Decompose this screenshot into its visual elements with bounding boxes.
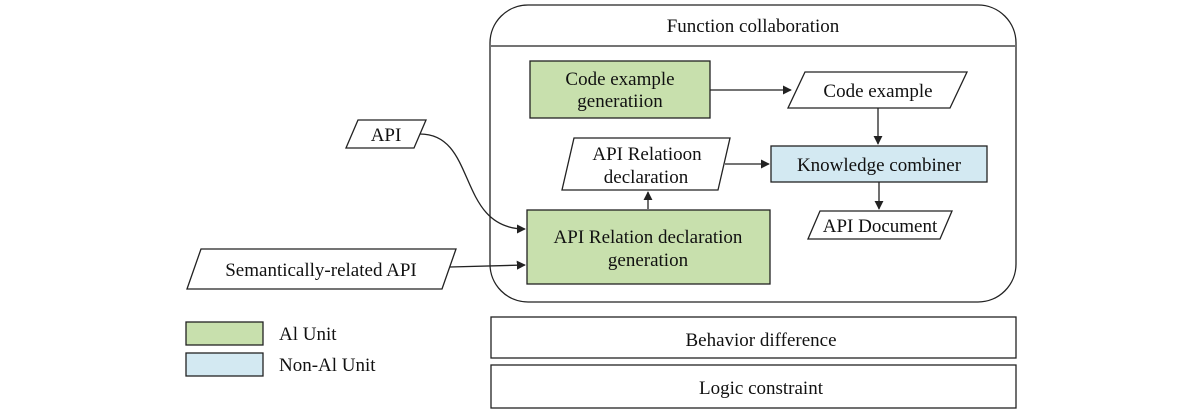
semantically-related-api-data: Semantically-related API [186,248,457,290]
code-example-generation-label-2: generatiion [577,91,663,112]
api-input-label: API [371,125,402,146]
semantically-related-api-label: Semantically-related API [225,260,417,281]
api-relation-declaration-generation-label-1: API Relation declaration [554,227,743,248]
knowledge-combiner-label: Knowledge combiner [797,155,962,176]
ai-unit-box [526,209,771,285]
legend: Al Unit Non-Al Unit [185,321,376,377]
logic-constraint-label: Logic constraint [699,378,824,399]
ai-unit-box [529,60,711,119]
code-example-label: Code example [823,81,932,102]
arrow-semantic-api-to-generation [449,260,526,270]
non-ai-unit-box [770,145,988,183]
code-example-data: Code example [786,71,969,109]
api-relation-declaration-generation-box: API Relation declaration generation [526,209,771,285]
code-example-generation-box: Code example generatiion [529,60,711,119]
logic-constraint-layer: Logic constraint [490,364,1017,409]
api-relation-declaration-data-label-2: declaration [604,167,689,188]
legend-label-ai-unit: Al Unit [279,324,337,345]
api-relation-declaration-data: API Relatioon declaration [561,137,731,191]
api-input-data: API [345,119,427,149]
connectors [419,85,884,270]
legend-label-non-ai-unit: Non-Al Unit [279,355,376,376]
behavior-difference-layer: Behavior difference [490,316,1017,359]
function-collaboration-container: Function collaboration [489,4,1017,303]
legend-swatch-ai-unit [185,321,264,346]
api-relation-declaration-data-label-1: API Relatioon [592,144,702,165]
api-document-data: API Document [807,210,953,240]
arrow-api-to-generation [419,133,526,234]
legend-swatch-non-ai-unit [185,352,264,377]
api-document-label: API Document [823,216,938,237]
knowledge-combiner-box: Knowledge combiner [770,145,988,183]
behavior-difference-label: Behavior difference [685,330,836,351]
code-example-generation-label-1: Code example [565,69,674,90]
container-title: Function collaboration [667,16,840,37]
api-relation-declaration-generation-label-2: generation [608,250,689,271]
